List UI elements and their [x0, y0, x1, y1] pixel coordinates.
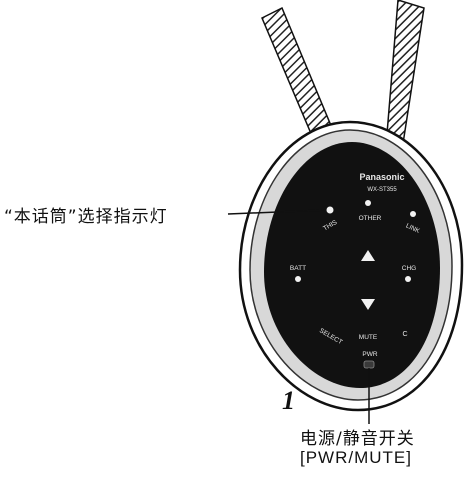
power-callout-label-en: [PWR/MUTE] — [300, 448, 412, 467]
up-arrow-icon[interactable] — [361, 250, 375, 261]
chg-label: CHG — [402, 265, 416, 272]
pwr-label: PWR — [362, 351, 377, 358]
chg-led — [405, 276, 411, 282]
indicator-leader-line — [227, 209, 327, 215]
down-arrow-icon[interactable] — [361, 299, 375, 310]
mute-label: MUTE — [359, 334, 378, 341]
model-text: WX-ST355 — [367, 187, 397, 193]
batt-label: BATT — [290, 265, 306, 272]
ch-label: C — [402, 331, 407, 338]
indicator-callout-label: “本话筒”选择指示灯 — [4, 207, 168, 227]
other-mic-led — [365, 200, 371, 206]
power-callout-label-cn: 电源/静音开关 — [300, 429, 415, 449]
batt-led — [295, 276, 301, 282]
link-led — [410, 211, 416, 217]
power-mute-switch[interactable] — [363, 360, 375, 369]
other-mic-label: OTHER — [359, 215, 382, 222]
step-number: 1 — [282, 386, 295, 415]
neck-strap — [261, 0, 425, 152]
this-mic-led — [326, 206, 334, 214]
device-face — [264, 142, 440, 388]
brand-text: Panasonic — [359, 172, 404, 182]
